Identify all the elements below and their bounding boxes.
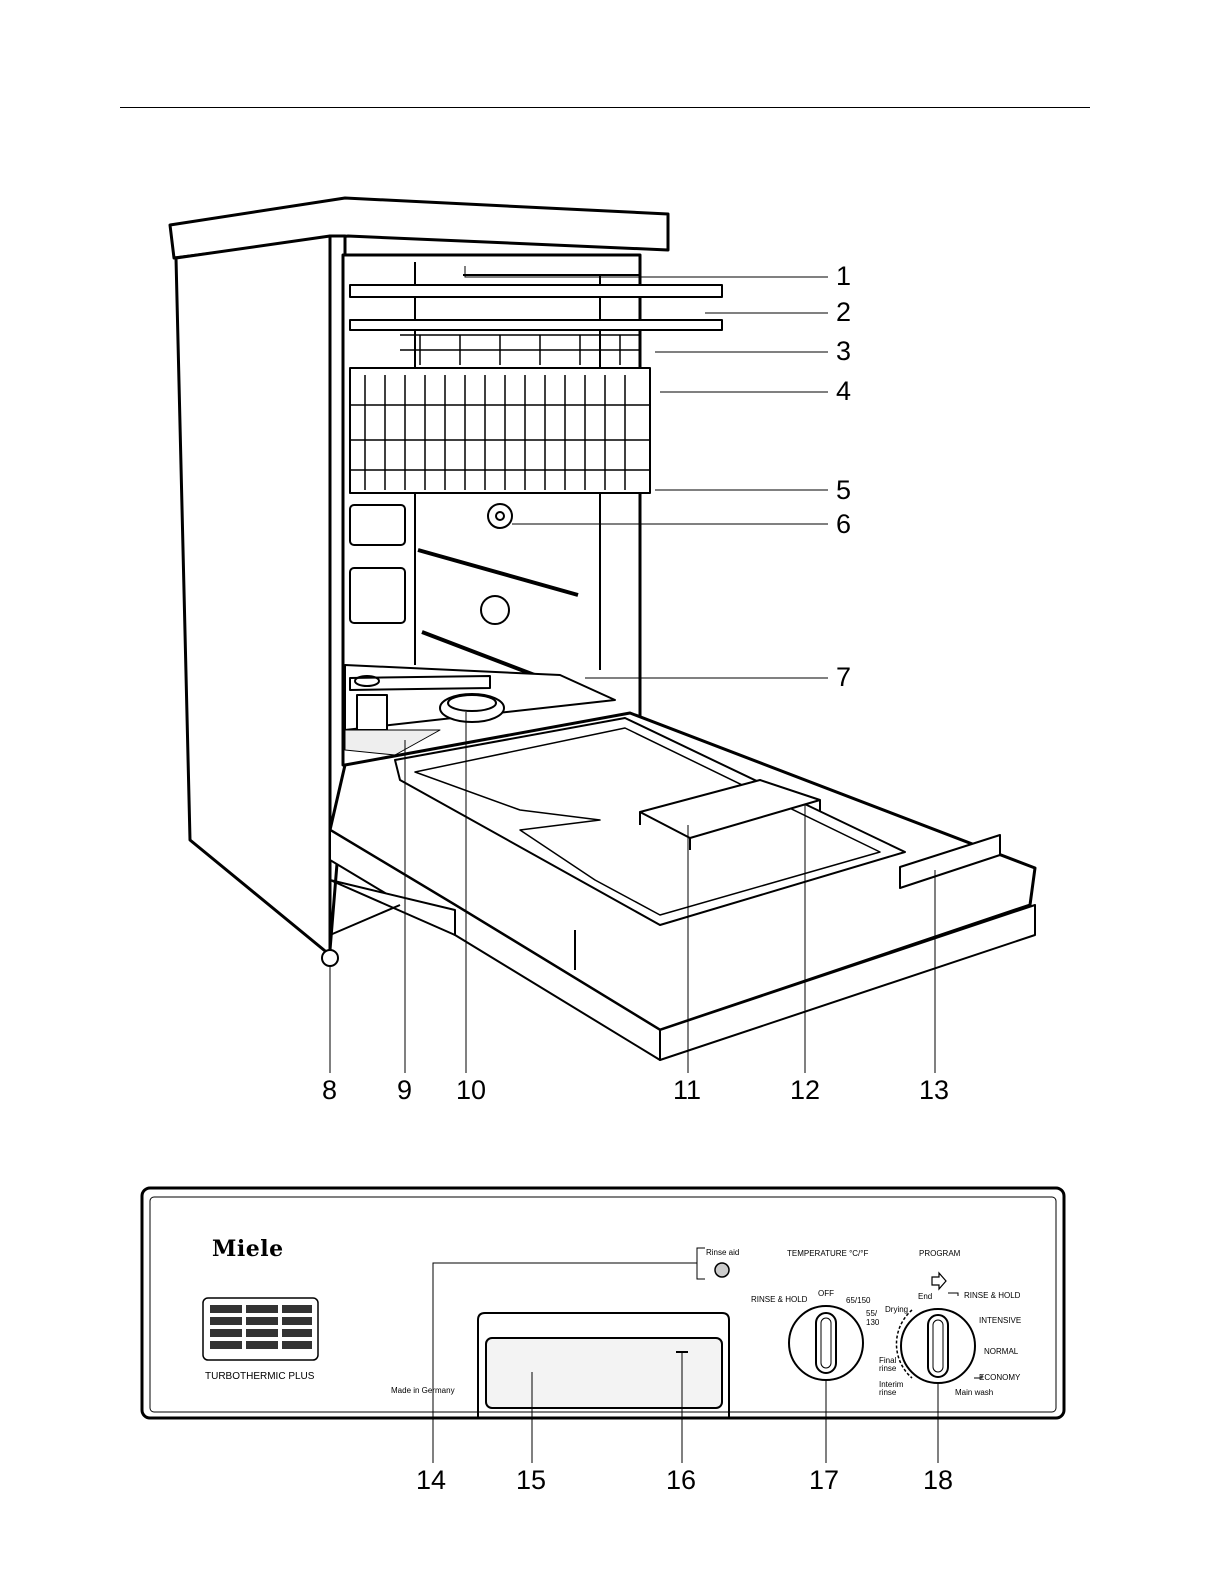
- callout-16: 16: [666, 1467, 696, 1494]
- callout-14: 14: [416, 1467, 446, 1494]
- temp-65-label: 65/150: [846, 1296, 870, 1305]
- program-normal-label: NORMAL: [984, 1347, 1018, 1356]
- callout-8: 8: [322, 1077, 337, 1104]
- callout-1: 1: [836, 263, 851, 290]
- program-end-label: End: [918, 1292, 932, 1301]
- temp-55-label: 55/: [866, 1309, 877, 1318]
- program-interim-rinse-label: rinse: [879, 1388, 896, 1397]
- program-intensive-label: INTENSIVE: [979, 1316, 1021, 1325]
- program-main-wash-label: Main wash: [955, 1388, 993, 1397]
- made-in-label: Made in Germany: [391, 1386, 455, 1395]
- callout-2: 2: [836, 299, 851, 326]
- callout-4: 4: [836, 378, 851, 405]
- program-economy-label: ECONOMY: [979, 1373, 1020, 1382]
- callout-9: 9: [397, 1077, 412, 1104]
- callout-6: 6: [836, 511, 851, 538]
- temp-rinse-hold-label: RINSE & HOLD: [751, 1295, 807, 1304]
- program-heading: PROGRAM: [919, 1249, 960, 1258]
- temp-130-label: 130: [866, 1318, 879, 1327]
- callout-18: 18: [923, 1467, 953, 1494]
- brand-logo: Miele: [212, 1236, 284, 1262]
- program-rinse-hold-label: RINSE & HOLD: [964, 1291, 1020, 1300]
- callout-11: 11: [673, 1077, 701, 1104]
- rinse-aid-label: Rinse aid: [706, 1248, 739, 1257]
- callout-10: 10: [456, 1077, 486, 1104]
- model-label: TURBOTHERMIC PLUS: [205, 1371, 314, 1382]
- callout-7: 7: [836, 664, 851, 691]
- temperature-heading: TEMPERATURE °C/°F: [787, 1249, 868, 1258]
- callout-5: 5: [836, 477, 851, 504]
- program-drying-label: Drying: [885, 1305, 908, 1314]
- callout-3: 3: [836, 338, 851, 365]
- callout-17: 17: [809, 1467, 839, 1494]
- program-final-rinse-label: rinse: [879, 1364, 896, 1373]
- callout-13: 13: [919, 1077, 949, 1104]
- callout-12: 12: [790, 1077, 820, 1104]
- temp-off-label: OFF: [818, 1289, 834, 1298]
- callout-15: 15: [516, 1467, 546, 1494]
